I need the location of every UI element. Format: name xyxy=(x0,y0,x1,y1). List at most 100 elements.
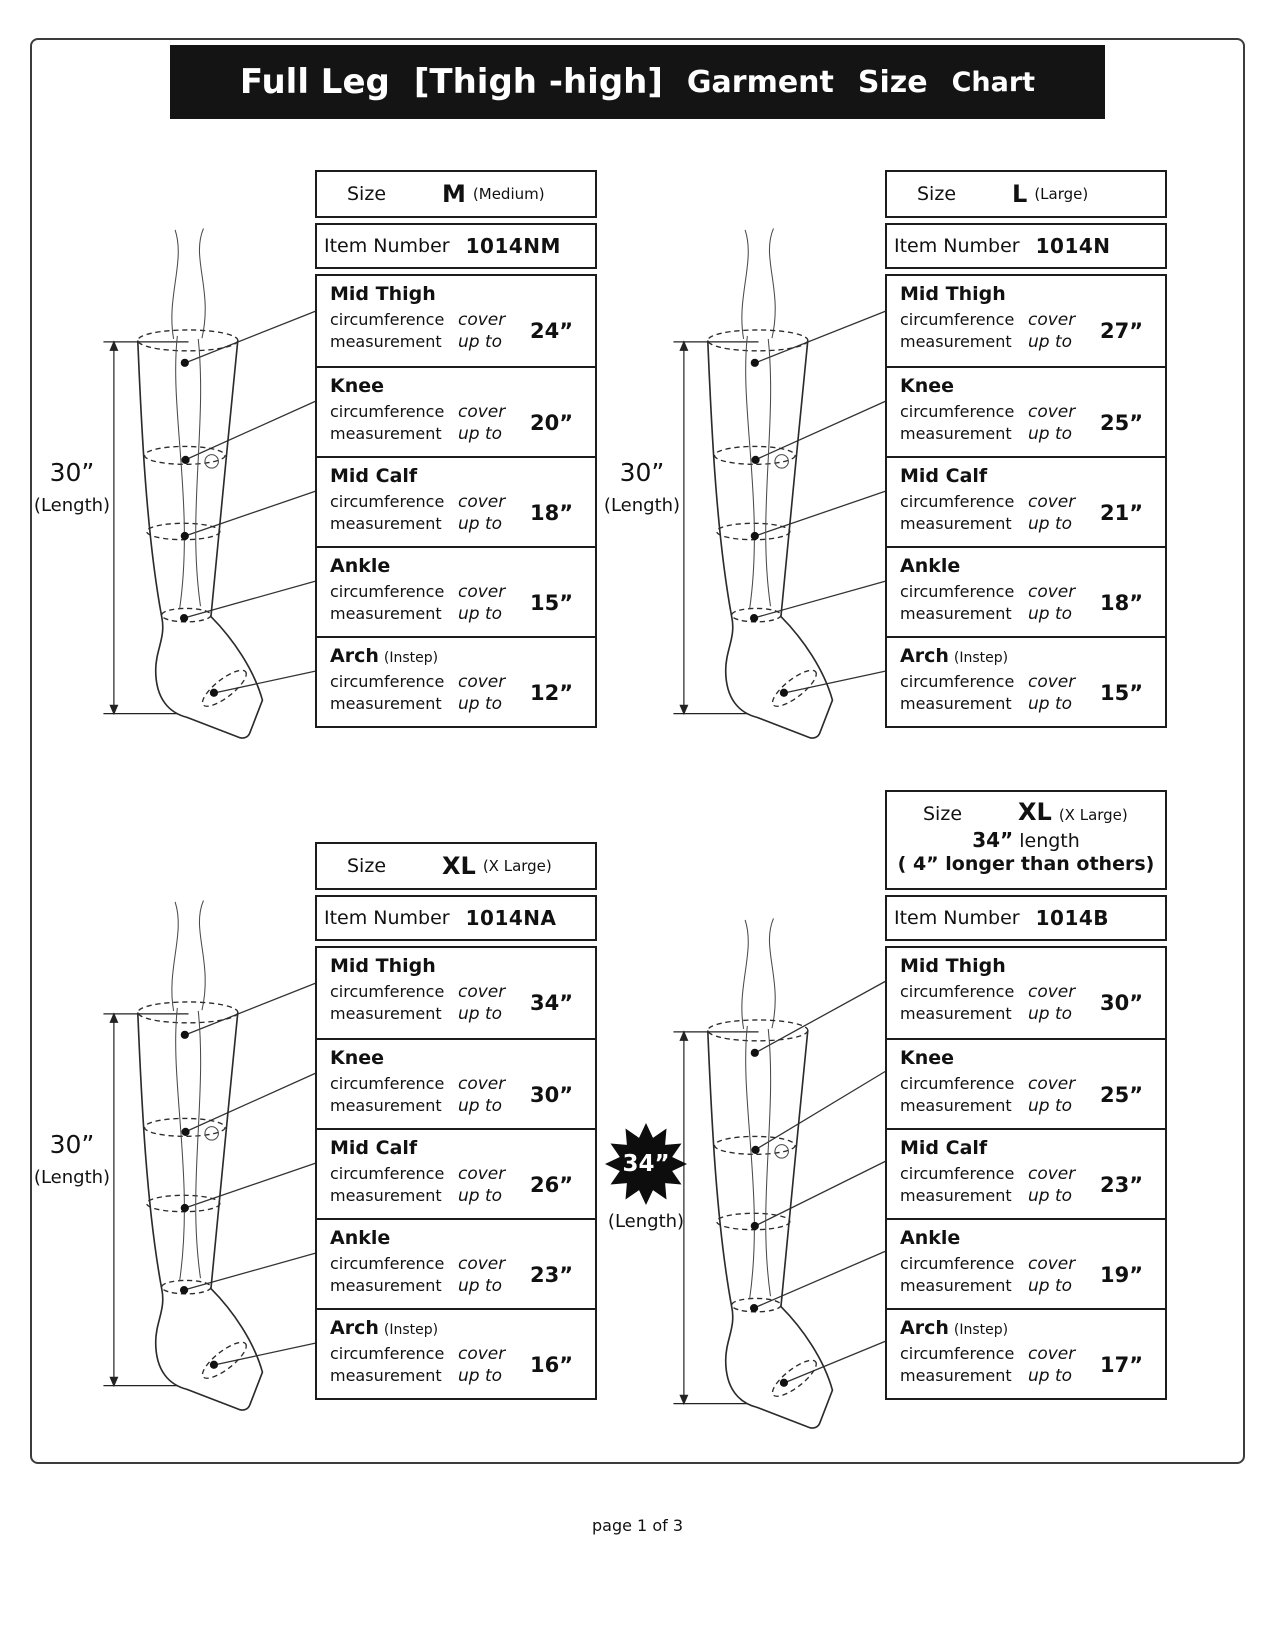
measurement-value: 12” xyxy=(529,681,573,706)
circumference-label: circumference xyxy=(330,1343,445,1363)
measurement-value: 18” xyxy=(1099,591,1143,616)
row-label: Mid Calf xyxy=(330,1137,418,1159)
item-number-value: 1014NA xyxy=(465,906,557,930)
measurement-label: measurement xyxy=(330,1366,442,1386)
measurement-value: 21” xyxy=(1099,501,1143,526)
size-table: Size XL (X Large) 34” length ( 4” longer… xyxy=(885,790,1167,1400)
row-label: Knee xyxy=(900,1047,955,1069)
cover-label: cover xyxy=(1028,672,1076,693)
circumference-label: circumference xyxy=(900,491,1015,511)
page-footer: page 1 of 3 xyxy=(592,1516,683,1535)
length-value: 34” xyxy=(622,1151,670,1177)
row-label: Arch xyxy=(900,1317,949,1339)
circumference-label: circumference xyxy=(900,671,1015,691)
cover-label: cover xyxy=(1028,582,1076,603)
cover-label: cover xyxy=(1028,310,1076,331)
row-label: Ankle xyxy=(330,555,391,577)
leg-illustration xyxy=(100,215,295,745)
length-note-bold: 34” xyxy=(972,828,1014,852)
measurement-rows: Mid Thigh circumference measurement cover… xyxy=(885,946,1167,1400)
circumference-measurement-label: circumference measurement xyxy=(330,1343,458,1388)
cover-label: cover xyxy=(458,1254,506,1275)
size-header: Size L (Large) xyxy=(885,170,1167,218)
measurement-label: measurement xyxy=(330,694,442,714)
length-label: 30” (Length) xyxy=(600,458,684,516)
row-label: Mid Thigh xyxy=(900,955,1006,977)
length-value: 30” xyxy=(49,1130,95,1159)
row-label: Mid Calf xyxy=(330,465,418,487)
measurement-value: 25” xyxy=(1099,411,1143,436)
measurement-value: 15” xyxy=(529,591,573,616)
measurement-label: measurement xyxy=(330,1004,442,1024)
up-to-label: up to xyxy=(458,694,503,715)
up-to-label: up to xyxy=(458,1096,503,1117)
circumference-label: circumference xyxy=(900,981,1015,1001)
measurement-value: 23” xyxy=(1099,1173,1143,1198)
row-note: (Instep) xyxy=(953,650,1009,666)
measurement-label: measurement xyxy=(330,604,442,624)
size-code: M xyxy=(442,180,466,208)
size-table: Size L (Large) Item Number 1014N Mid Thi… xyxy=(885,170,1167,728)
size-header-line1: Size XL (X Large) xyxy=(887,798,1165,826)
measurement-label: measurement xyxy=(330,1276,442,1296)
up-to-label: up to xyxy=(1028,1276,1073,1297)
up-to-label: up to xyxy=(458,1276,503,1297)
item-number-value: 1014B xyxy=(1035,906,1110,930)
size-header: Size M (Medium) xyxy=(315,170,597,218)
row-label: Ankle xyxy=(900,555,961,577)
circumference-label: circumference xyxy=(900,1253,1015,1273)
circumference-label: circumference xyxy=(900,581,1015,601)
leg-illustration xyxy=(670,215,865,745)
circumference-label: circumference xyxy=(330,491,445,511)
cover-label: cover xyxy=(458,982,506,1003)
row-label: Mid Thigh xyxy=(900,283,1006,305)
length-value: 30” xyxy=(619,458,665,487)
row-label: Mid Calf xyxy=(900,1137,988,1159)
measurement-value: 24” xyxy=(529,319,573,344)
row-label: Knee xyxy=(900,375,955,397)
measurement-value: 30” xyxy=(529,1083,573,1108)
item-number-value: 1014NM xyxy=(465,234,561,258)
up-to-label: up to xyxy=(1028,1186,1073,1207)
up-to-label: up to xyxy=(458,332,503,353)
item-number-label: Item Number xyxy=(894,235,1020,257)
size-label: Size xyxy=(917,183,957,205)
cover-label: cover xyxy=(1028,982,1076,1003)
measurement-label: measurement xyxy=(900,1276,1012,1296)
title-size: Size xyxy=(857,64,928,100)
length-label: 30” (Length) xyxy=(30,458,114,516)
length-label: 34” (Length) xyxy=(603,1123,689,1232)
measurement-label: measurement xyxy=(900,694,1012,714)
row-note: (Instep) xyxy=(953,1322,1009,1338)
row-label: Ankle xyxy=(900,1227,961,1249)
measurement-label: measurement xyxy=(330,514,442,534)
cover-label: cover xyxy=(458,402,506,423)
measurement-label: measurement xyxy=(900,1096,1012,1116)
cover-label: cover xyxy=(1028,402,1076,423)
measurement-value: 17” xyxy=(1099,1353,1143,1378)
